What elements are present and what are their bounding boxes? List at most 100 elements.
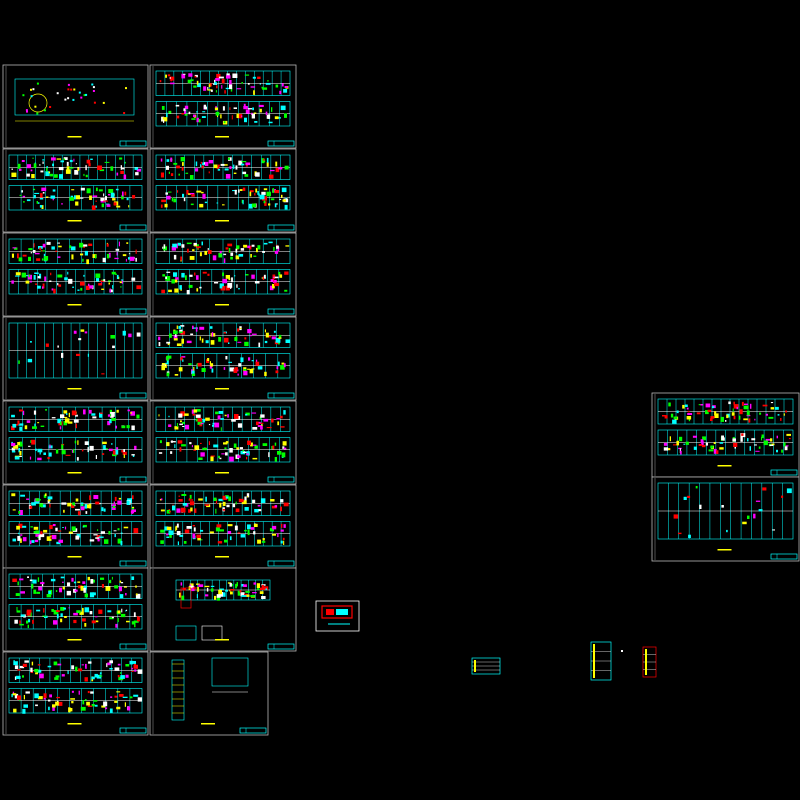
- fixture-mark: [225, 441, 229, 444]
- fixture-mark: [267, 114, 271, 119]
- fixture-mark: [201, 539, 203, 541]
- fixture-mark: [210, 588, 214, 592]
- sheet-b-3[interactable]: [149, 232, 297, 317]
- fixture-mark: [259, 591, 264, 594]
- fixture-mark: [281, 523, 283, 528]
- fixture-mark: [193, 114, 196, 117]
- fixture-mark: [218, 589, 222, 595]
- sheet-a-8[interactable]: [2, 651, 149, 736]
- fixture-mark: [245, 412, 250, 416]
- sheet-r-2[interactable]: [651, 476, 800, 562]
- fixture-mark: [683, 496, 687, 500]
- fixture-mark: [43, 452, 46, 455]
- fixture-mark: [85, 699, 87, 701]
- fixture-mark: [75, 195, 80, 200]
- sheet-a-5[interactable]: [2, 400, 149, 485]
- fixture-mark: [39, 247, 42, 250]
- fixture-mark: [765, 413, 768, 416]
- fixture-mark: [237, 341, 242, 343]
- sheet-a-1[interactable]: [2, 64, 149, 149]
- fixture-mark: [167, 355, 172, 359]
- detail-section-1[interactable]: [471, 657, 501, 675]
- fixture-mark: [91, 676, 95, 680]
- fixture-mark: [197, 421, 203, 425]
- sheet-b-5[interactable]: [149, 400, 297, 485]
- legend-detail-block[interactable]: [315, 600, 360, 632]
- fixture-mark: [196, 288, 199, 292]
- fixture-mark: [117, 528, 120, 531]
- fixture-mark: [15, 272, 21, 276]
- fixture-mark: [131, 425, 135, 431]
- fixture-mark: [191, 373, 196, 376]
- sheet-b-6[interactable]: [149, 484, 297, 569]
- fixture-mark: [193, 242, 197, 246]
- fixture-mark: [233, 368, 238, 373]
- fixture-mark: [180, 325, 185, 327]
- fixture-mark: [131, 661, 136, 664]
- detail-section-2[interactable]: [590, 641, 612, 681]
- fixture-mark: [80, 287, 83, 291]
- fixture-mark: [275, 370, 279, 374]
- fixture-mark: [111, 443, 113, 445]
- fixture-mark: [244, 117, 247, 123]
- fixture-mark: [77, 581, 81, 583]
- fixture-mark: [269, 174, 274, 179]
- fixture-mark: [236, 113, 239, 118]
- fixture-mark: [235, 255, 240, 260]
- fixture-mark: [176, 508, 181, 513]
- fixture-mark: [30, 252, 33, 254]
- fixture-mark: [100, 577, 105, 580]
- fixture-mark: [42, 243, 46, 248]
- sheet-b-7[interactable]: [149, 567, 297, 652]
- fixture-mark: [280, 529, 284, 532]
- fixture-mark: [193, 327, 198, 329]
- sheet-b-4[interactable]: [149, 316, 297, 401]
- fixture-mark: [231, 419, 236, 422]
- fixture-mark: [179, 329, 183, 334]
- fixture-mark: [124, 161, 126, 164]
- fixture-mark: [124, 586, 127, 588]
- sheet-b-2[interactable]: [149, 148, 297, 233]
- fixture-mark: [115, 453, 117, 457]
- drawing-caption-mark: [215, 220, 229, 222]
- fixture-mark: [101, 584, 104, 588]
- fixture-mark: [22, 254, 27, 257]
- fixture-mark: [176, 190, 179, 193]
- fixture-mark: [204, 504, 209, 506]
- fixture-mark: [21, 160, 25, 162]
- fixture-mark: [225, 452, 228, 456]
- detail-section-3[interactable]: [642, 646, 657, 678]
- fixture-mark: [205, 594, 209, 597]
- fixture-mark: [51, 157, 56, 161]
- fixture-mark: [12, 578, 17, 582]
- sheet-r-1[interactable]: [651, 392, 800, 478]
- sheet-a-4[interactable]: [2, 316, 149, 401]
- fixture-mark: [246, 456, 248, 460]
- sheet-a-2[interactable]: [2, 148, 149, 233]
- fixture-mark: [202, 193, 206, 199]
- fixture-mark: [243, 584, 247, 587]
- fixture-mark: [254, 445, 258, 449]
- sheet-a-3[interactable]: [2, 232, 149, 317]
- fixture-mark: [14, 619, 18, 624]
- fixture-mark: [78, 668, 83, 672]
- fixture-mark: [263, 242, 268, 245]
- fixture-mark: [761, 436, 763, 441]
- fixture-mark: [35, 283, 38, 285]
- fixture-mark: [214, 422, 220, 428]
- fixture-mark: [111, 576, 113, 580]
- fixture-mark: [218, 411, 224, 414]
- fixture-mark: [83, 94, 86, 97]
- sheet-a-7[interactable]: [2, 567, 149, 652]
- fixture-mark: [49, 106, 52, 108]
- fixture-mark: [245, 162, 251, 166]
- fixture-mark: [733, 404, 739, 409]
- fixture-mark: [215, 527, 220, 532]
- sheet-b-8[interactable]: [149, 651, 269, 736]
- fixture-mark: [101, 507, 104, 512]
- sheet-b-1[interactable]: [149, 64, 297, 149]
- fixture-mark: [62, 527, 64, 528]
- sheet-a-6[interactable]: [2, 484, 149, 569]
- sheet-border: [2, 148, 149, 233]
